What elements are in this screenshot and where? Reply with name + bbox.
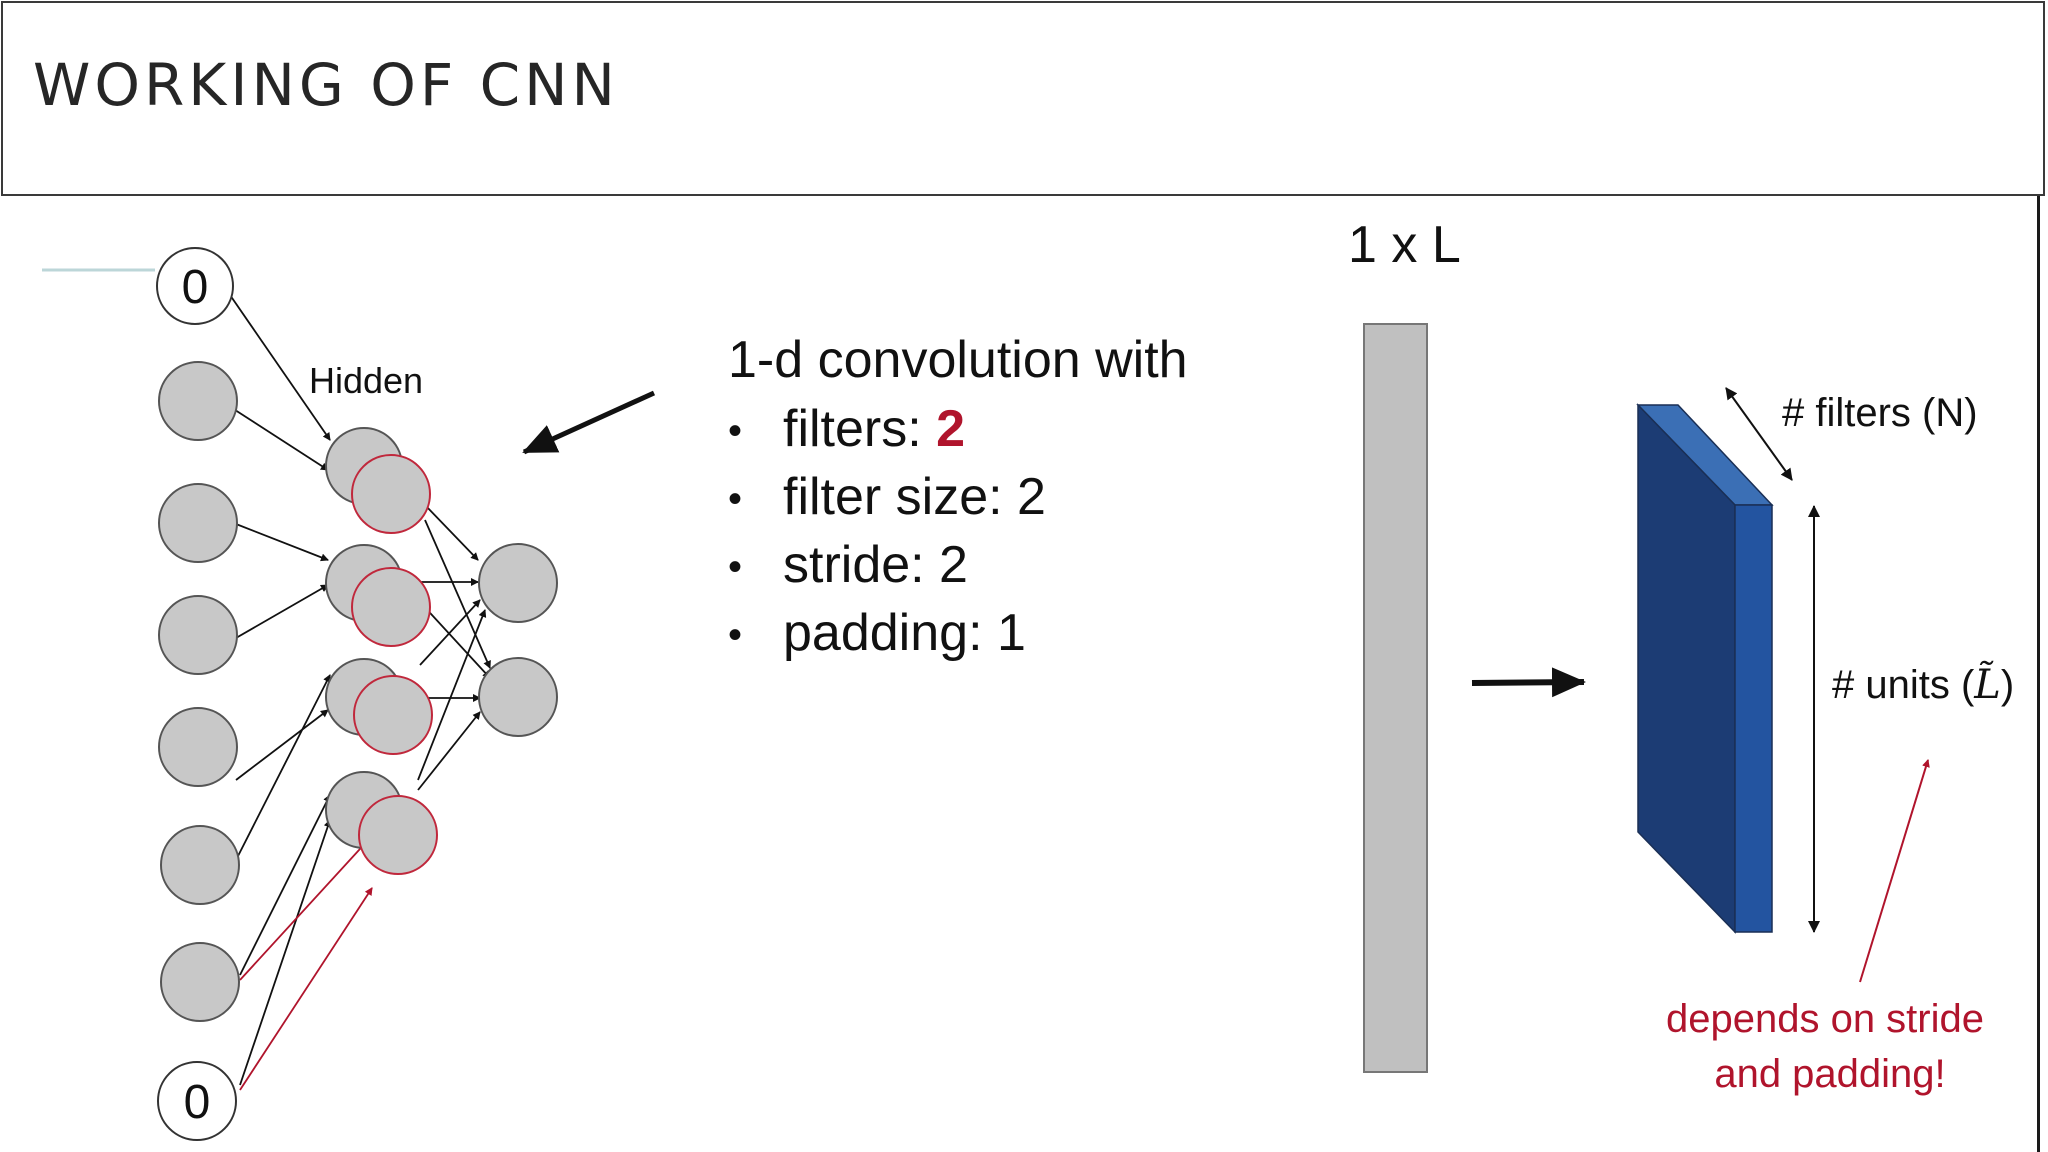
transform-arrow xyxy=(1471,667,1586,698)
bullet-stride: stride: 2 xyxy=(783,536,968,594)
units-symbol: L̃ xyxy=(1973,661,2001,708)
zero-bottom-label: 0 xyxy=(184,1076,211,1129)
red-connections xyxy=(239,837,373,1091)
hidden-node-filter2 xyxy=(351,567,431,647)
connections xyxy=(229,294,491,1086)
slide-title: WORKING OF CNN xyxy=(33,51,619,119)
bullet-filters-value: 2 xyxy=(936,400,965,458)
edge xyxy=(424,519,491,669)
bullet-dot: • xyxy=(728,613,742,657)
output-tensor-block xyxy=(1636,403,1774,934)
bullet-filters-label: filters: xyxy=(783,400,936,458)
input-node xyxy=(158,361,238,441)
zero-pad-node-top xyxy=(156,247,234,325)
edge xyxy=(235,709,329,781)
units-label-text: # units ( xyxy=(1832,663,1975,707)
bullet-filter-size: filter size: 2 xyxy=(783,468,1046,526)
input-node xyxy=(158,483,238,563)
input-node xyxy=(158,595,238,675)
title-box: WORKING OF CNN xyxy=(1,1,2045,196)
output-node xyxy=(478,543,558,623)
edge xyxy=(235,584,329,639)
filters-label: # filters (N) xyxy=(1782,391,1978,435)
note-line-1: depends on stride xyxy=(1666,997,1984,1041)
input-vector-bar xyxy=(1363,323,1428,1073)
hidden-node-filter2 xyxy=(353,675,433,755)
block-side-face xyxy=(1734,504,1773,933)
pointer-arrow xyxy=(522,390,656,455)
output-layer xyxy=(478,543,558,737)
bullet-filters: filters: 2 xyxy=(783,400,965,458)
edge-red xyxy=(239,887,373,1091)
edge-red xyxy=(239,837,371,981)
hidden-node-filter2 xyxy=(351,454,431,534)
bullet-dot: • xyxy=(728,477,742,521)
filters-dimension-arrow xyxy=(1725,387,1793,481)
edge xyxy=(419,601,491,679)
hidden-label: Hidden xyxy=(309,360,423,401)
output-node xyxy=(478,657,558,737)
convolution-description: 1-d convolution with • filters: 2 • filt… xyxy=(728,331,1188,662)
zero-pad-node-bottom xyxy=(157,1061,237,1141)
edge xyxy=(239,819,332,1086)
edge xyxy=(424,504,479,561)
edge xyxy=(231,407,329,471)
input-layer: 0 0 xyxy=(156,247,240,1141)
edge xyxy=(239,794,331,976)
note-line-2: and padding! xyxy=(1714,1052,1945,1096)
conv-heading: 1-d convolution with xyxy=(728,331,1188,389)
bullet-dot: • xyxy=(728,409,742,453)
units-label-close: ) xyxy=(2001,663,2014,707)
edge xyxy=(417,609,487,781)
input-node xyxy=(160,942,240,1022)
input-size-label: 1 x L xyxy=(1348,216,1461,274)
edge xyxy=(235,674,331,861)
note-arrow xyxy=(1859,759,1930,983)
input-node xyxy=(160,825,240,905)
units-label: # units (L̃) xyxy=(1832,661,2014,708)
edge xyxy=(419,599,481,666)
hidden-filter-2 xyxy=(351,454,438,875)
edge xyxy=(235,523,329,562)
edge xyxy=(417,711,481,791)
zero-top-label: 0 xyxy=(182,261,209,314)
input-node xyxy=(158,707,238,787)
edge xyxy=(229,294,331,441)
bullet-dot: • xyxy=(728,545,742,589)
bullet-padding: padding: 1 xyxy=(783,604,1026,662)
hidden-node-filter2 xyxy=(358,795,438,875)
